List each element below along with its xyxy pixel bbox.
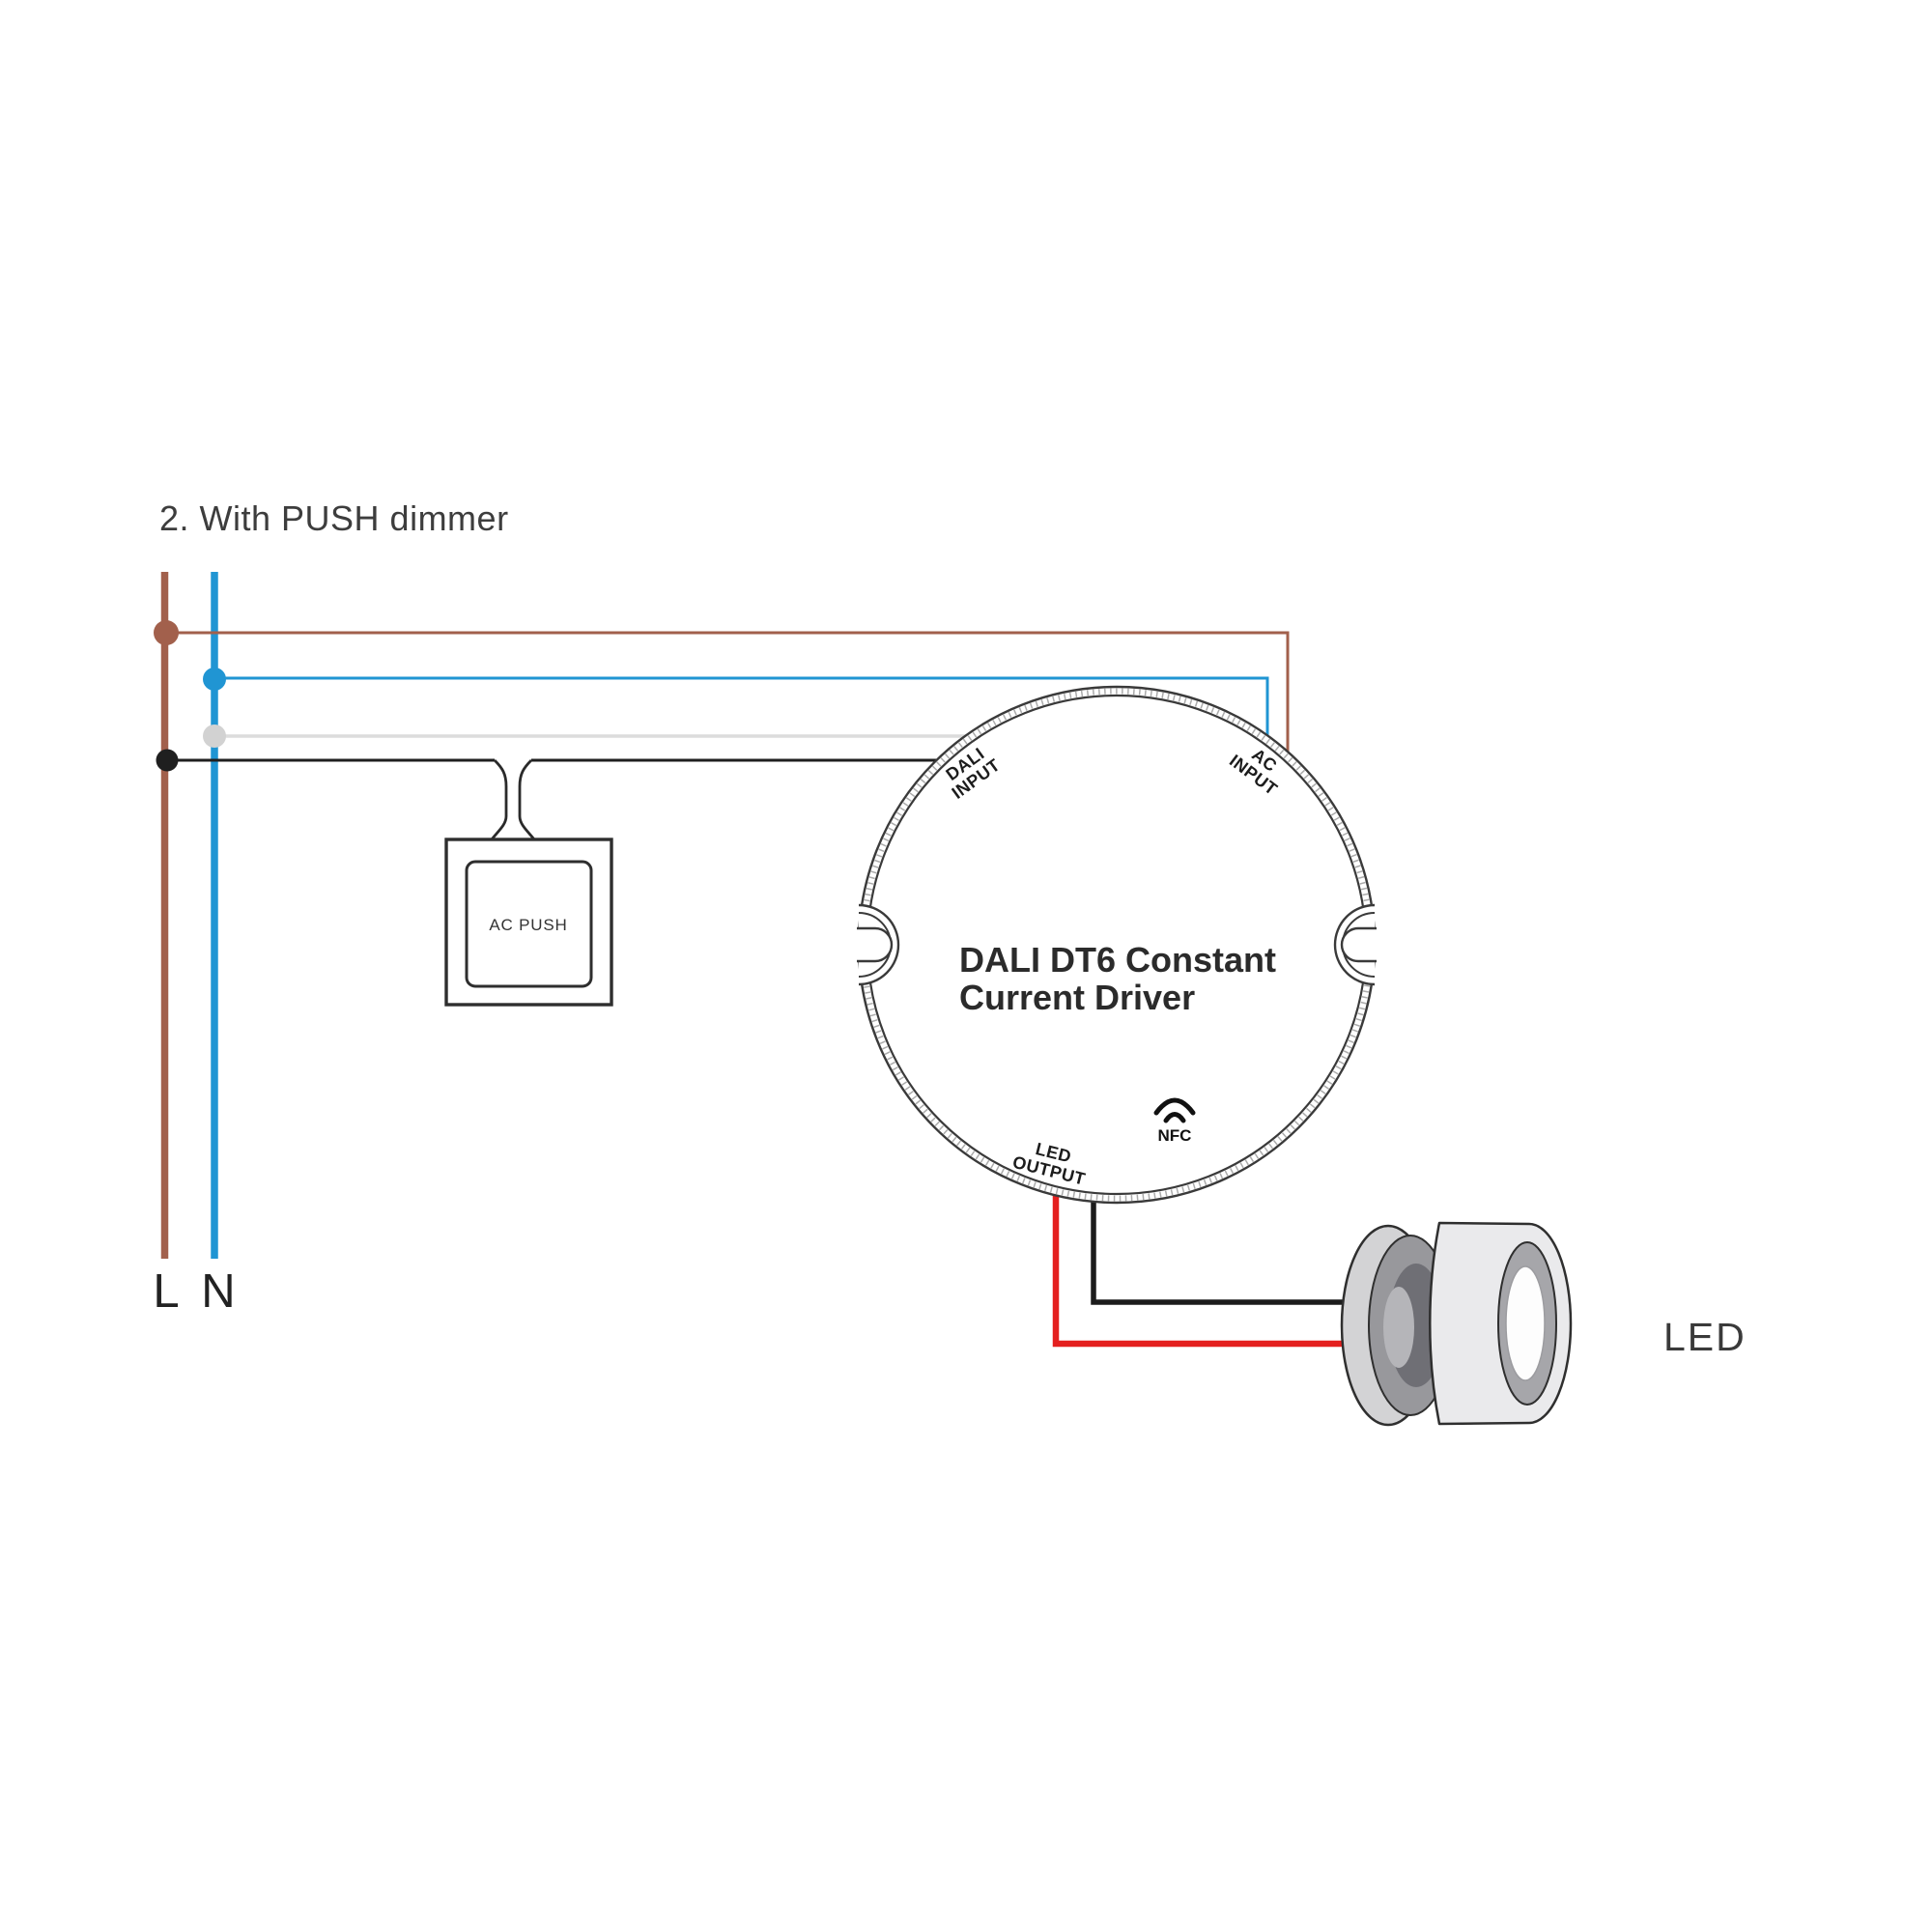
live-junction-dot — [154, 620, 179, 645]
push-dimmer-label: AC PUSH — [489, 916, 567, 934]
push-dimmer-button — [465, 860, 593, 988]
live-label: L — [153, 1265, 179, 1318]
diagram-title: 2. With PUSH dimmer — [159, 498, 509, 538]
led-fixture — [1340, 1221, 1573, 1427]
neutral-wire-to-ac-input — [214, 676, 1269, 739]
live-wire-to-ac-input — [163, 631, 1290, 755]
dali-black-junction-dot — [156, 749, 179, 772]
push-dimmer-wire-stem — [490, 759, 536, 840]
nfc-label: NFC — [1158, 1126, 1192, 1145]
neutral-label: N — [201, 1265, 235, 1318]
dali-driver: DALI INPUT AC INPUT LED OUTPUT DALI DT6 … — [857, 685, 1377, 1205]
driver-name-line1: DALI DT6 Constant — [959, 940, 1276, 980]
led-fixture-opening — [1505, 1265, 1546, 1381]
mounting-notch-left — [857, 903, 900, 986]
dali-gray-junction-dot — [203, 724, 226, 748]
neutral-junction-dot — [203, 668, 226, 691]
driver-name-line2: Current Driver — [959, 978, 1195, 1017]
led-wire-black — [1091, 1200, 1352, 1305]
led-fixture-label: LED — [1663, 1315, 1747, 1359]
mounting-notch-right — [1333, 903, 1377, 986]
led-wire-red — [1052, 1194, 1350, 1348]
led-fixture-lens-highlight — [1383, 1287, 1414, 1368]
push-dimmer: AC PUSH — [444, 838, 613, 1007]
nfc-icon: NFC — [1153, 1097, 1196, 1145]
